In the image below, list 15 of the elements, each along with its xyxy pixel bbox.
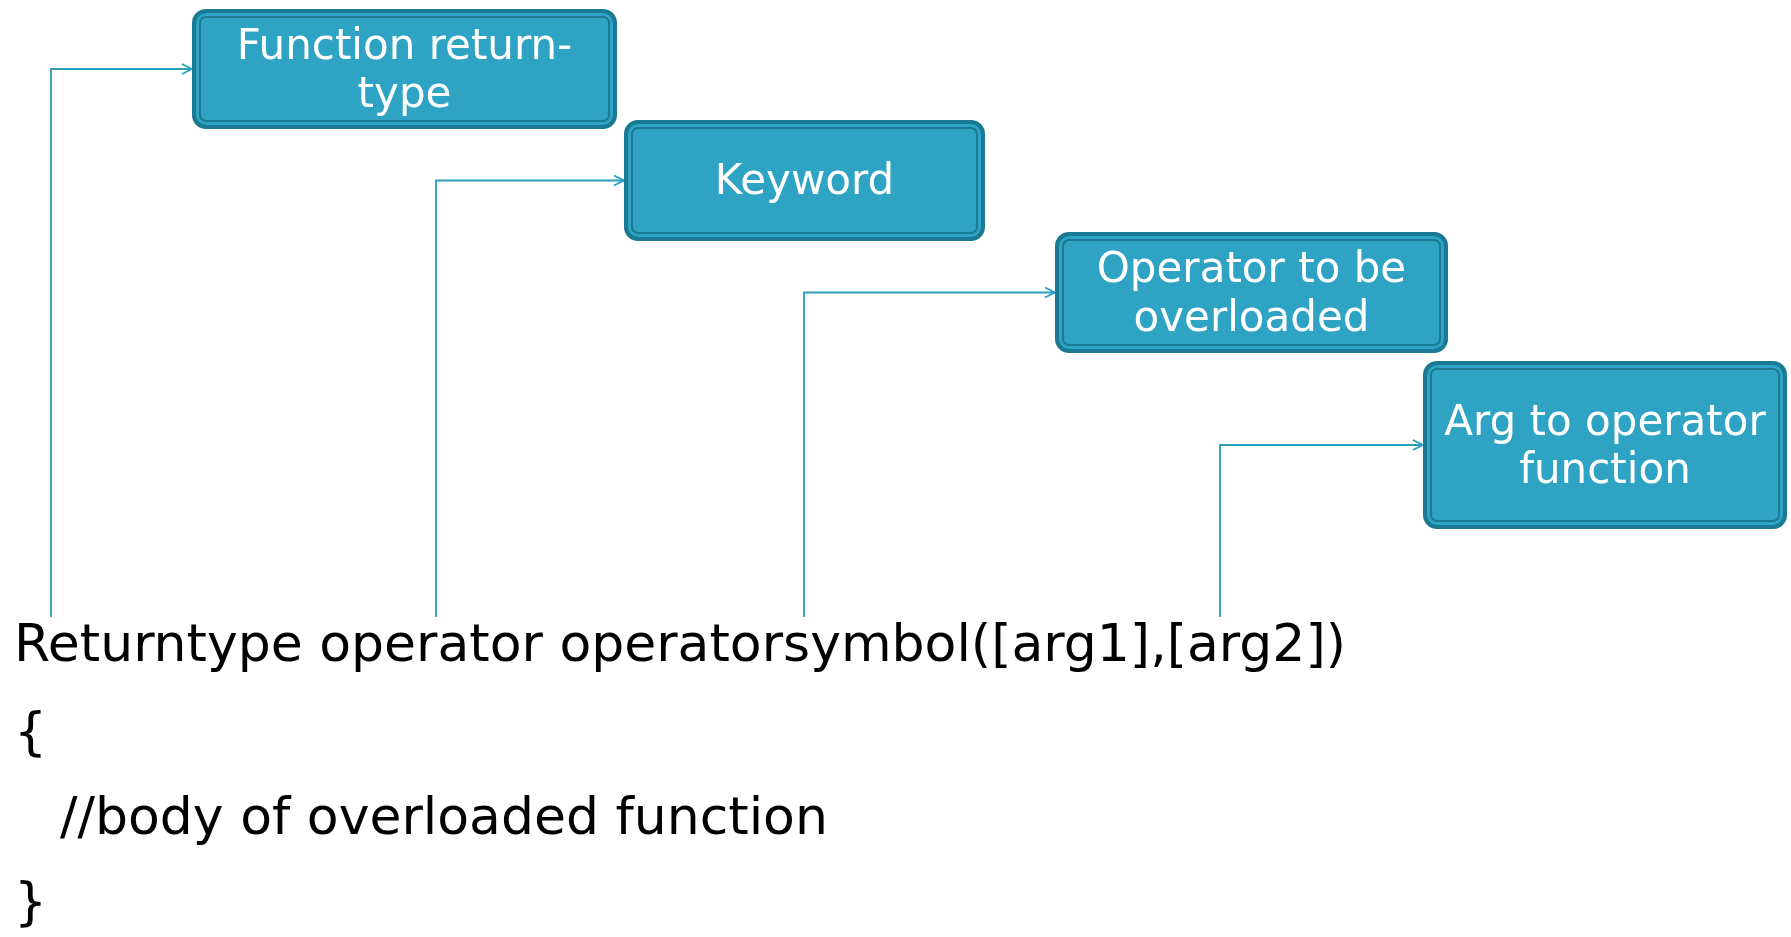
leader-arrow (1219, 439, 1424, 618)
label-box: Operator to be overloaded (1055, 232, 1448, 353)
code-token: operator (319, 613, 543, 673)
code-token: ([arg1],[arg2]) (970, 613, 1346, 673)
code-line: //body of overloaded function (60, 785, 828, 848)
code-token: operatorsymbol (559, 613, 971, 673)
leader-arrow (435, 174, 625, 618)
leader-arrow (803, 286, 1056, 618)
code-line: { (14, 700, 48, 763)
code-token: Returntype (14, 613, 303, 673)
leader-arrow (50, 63, 193, 618)
code-line: } (14, 870, 48, 933)
label-box: Function return-type (192, 9, 617, 129)
label-box: Arg to operator function (1423, 361, 1787, 529)
label-box: Keyword (624, 120, 985, 241)
